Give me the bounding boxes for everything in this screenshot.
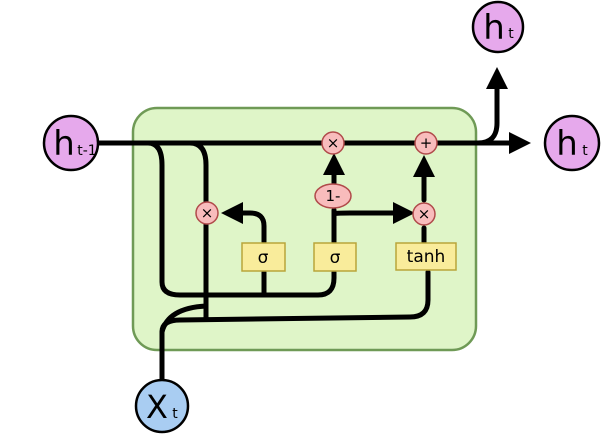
h-copy-right: [187, 140, 209, 321]
h-prev-node: h t-1: [42, 114, 100, 172]
candidate-gate: tanh: [395, 242, 457, 271]
update-gate: σ: [313, 242, 357, 272]
svg-text:t: t: [582, 143, 588, 159]
update-input-wire: [261, 269, 337, 298]
add-op: +: [414, 131, 438, 155]
h-out-top-node: h t: [471, 0, 525, 54]
top-multiply-op: ×: [321, 131, 345, 155]
reset-gate-output: [220, 201, 267, 245]
svg-text:tanh: tanh: [407, 247, 446, 267]
svg-text:t: t: [172, 406, 178, 422]
svg-text:h: h: [483, 8, 505, 48]
svg-text:1-: 1-: [326, 187, 341, 205]
cell-box: [131, 106, 478, 352]
h-out-right-node: h t: [543, 114, 601, 172]
reset-multiply-op: ×: [195, 201, 219, 225]
svg-text:σ: σ: [258, 248, 269, 268]
input-merge-curve: [159, 303, 209, 335]
svg-text:σ: σ: [330, 248, 341, 268]
svg-text:t-1: t-1: [77, 143, 96, 159]
one-minus-op: 1-: [314, 183, 352, 209]
x-input-node: X t: [134, 378, 190, 434]
output-branch-up: [475, 66, 509, 146]
candidate-multiply-op: ×: [412, 202, 436, 226]
reset-gate: σ: [241, 242, 286, 272]
h-copy-left: [145, 140, 267, 298]
svg-text:×: ×: [418, 205, 431, 223]
svg-text:h: h: [53, 124, 75, 164]
svg-text:h: h: [556, 124, 578, 164]
svg-text:X: X: [146, 388, 168, 426]
svg-text:×: ×: [327, 134, 340, 152]
svg-text:+: +: [420, 134, 433, 152]
svg-text:×: ×: [201, 204, 214, 222]
svg-text:t: t: [508, 26, 514, 42]
